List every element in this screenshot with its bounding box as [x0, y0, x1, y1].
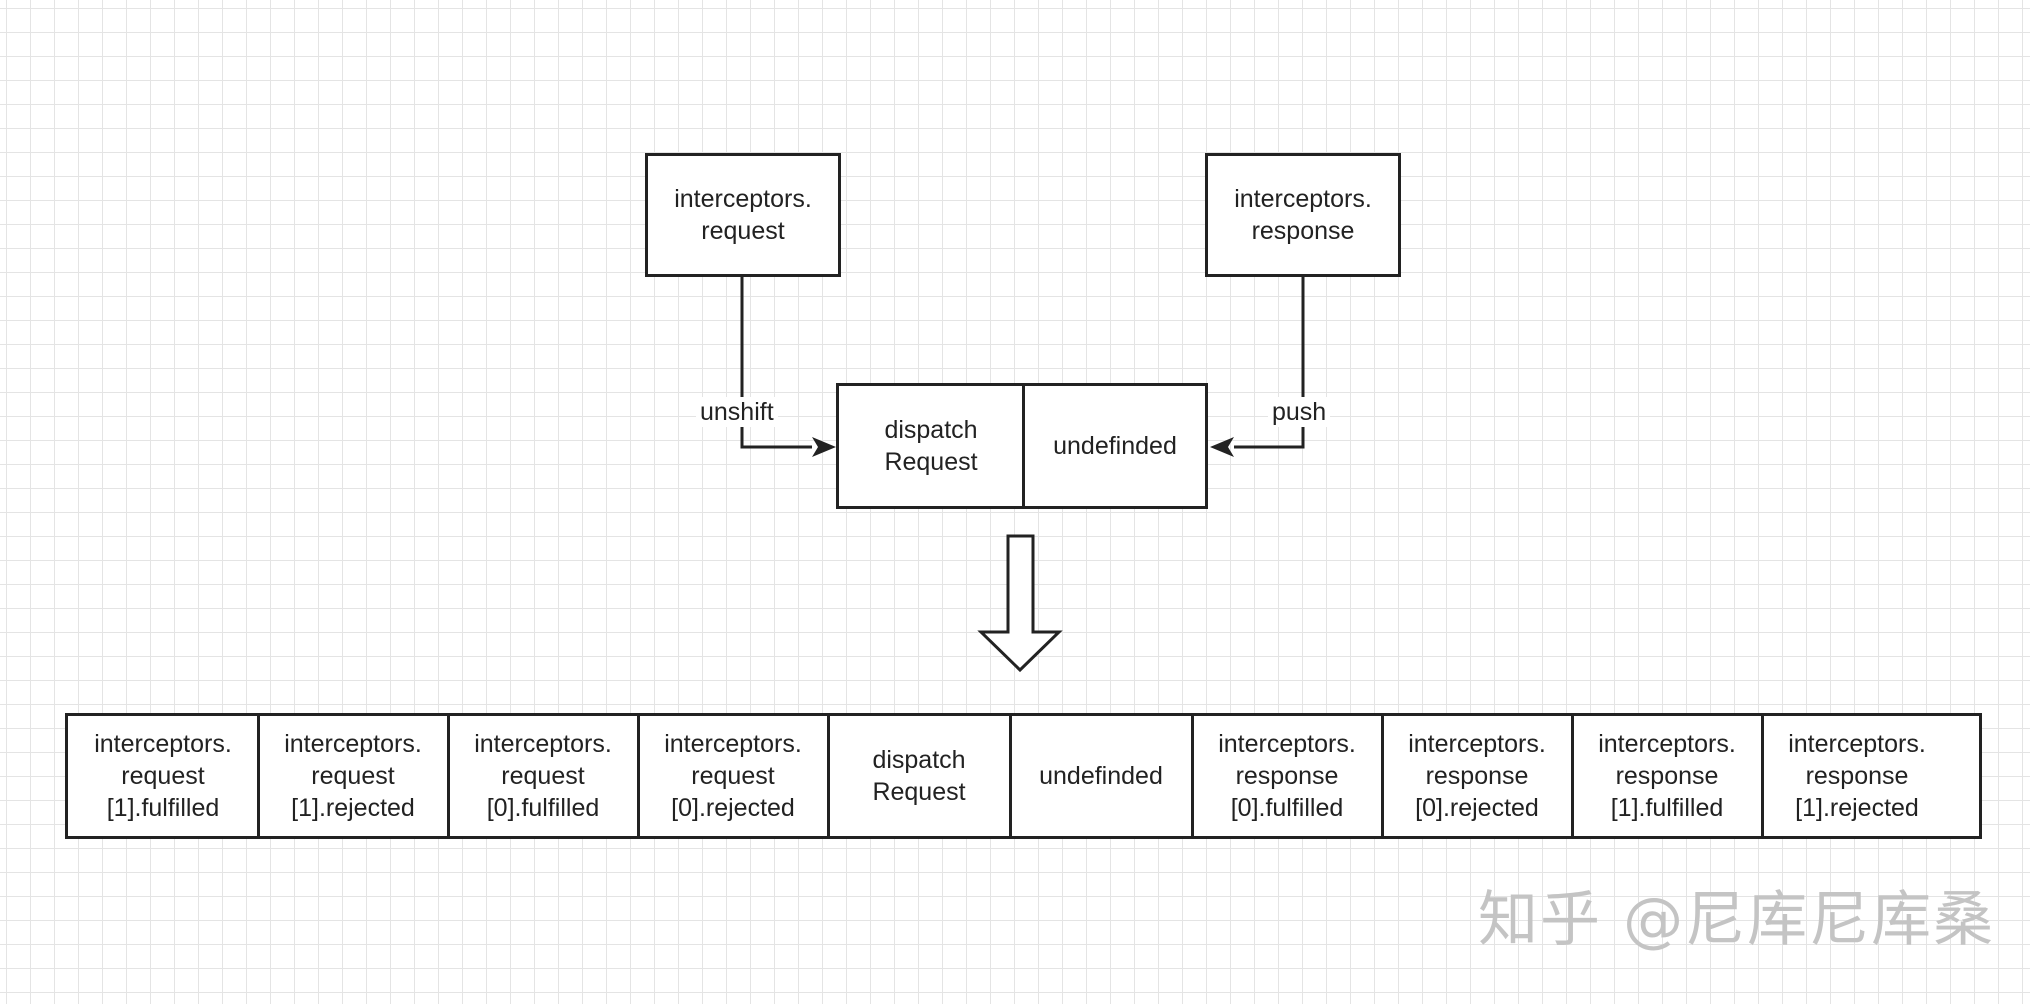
label-line: dispatch [884, 416, 978, 444]
cell-divider [1570, 716, 1574, 836]
label-line: interceptors. [674, 185, 812, 213]
label-line: interceptors. [1598, 730, 1736, 758]
label-line: response [1425, 762, 1529, 790]
result-chain-cell: interceptors. response [0].fulfilled [1192, 716, 1382, 836]
label-line: request [701, 217, 785, 245]
label-line: undefinded [1053, 432, 1177, 460]
middle-chain: dispatch Request undefinded [836, 383, 1208, 509]
cell-divider [256, 716, 260, 836]
label-line: undefinded [1039, 762, 1163, 790]
interceptors-request-box: interceptors. request [645, 153, 841, 277]
transform-down-arrow [977, 534, 1063, 673]
push-label: push [1268, 397, 1331, 427]
label-line: request [501, 762, 585, 790]
label-line: request [121, 762, 205, 790]
label-line: Request [884, 448, 978, 476]
label-line: [0].rejected [671, 794, 795, 822]
label-line: interceptors. [1234, 185, 1372, 213]
label-line: interceptors. [1408, 730, 1546, 758]
result-chain-cell: interceptors. request [1].rejected [258, 716, 448, 836]
result-chain-cell: undefinded [1010, 716, 1192, 836]
cell-divider [446, 716, 450, 836]
result-chain-cell: interceptors. request [0].rejected [638, 716, 828, 836]
cell-divider [1008, 716, 1012, 836]
zhihu-watermark: 知乎 @尼库尼库桑 [1478, 885, 1996, 955]
label-line: [0].fulfilled [486, 794, 600, 822]
label-line: response [1615, 762, 1719, 790]
result-chain-cell: interceptors. response [1].rejected [1762, 716, 1952, 836]
label-line: interceptors. [284, 730, 422, 758]
interceptors-request-label: interceptors. request [674, 183, 812, 247]
cell-divider [1022, 386, 1025, 506]
label-line: request [311, 762, 395, 790]
label-line: Request [872, 778, 966, 806]
label-line: interceptors. [1218, 730, 1356, 758]
cell-divider [636, 716, 640, 836]
cell-divider [1380, 716, 1384, 836]
interceptors-response-box: interceptors. response [1205, 153, 1401, 277]
unshift-label: unshift [696, 397, 778, 427]
result-chain-cell: interceptors. request [0].fulfilled [448, 716, 638, 836]
label-line: response [1251, 217, 1355, 245]
label-line: interceptors. [1788, 730, 1926, 758]
label-line: [0].rejected [1415, 794, 1539, 822]
middle-chain-cell: dispatch Request [839, 386, 1023, 506]
result-chain-cell: interceptors. response [0].rejected [1382, 716, 1572, 836]
label-line: [1].rejected [1795, 794, 1919, 822]
label-line: interceptors. [94, 730, 232, 758]
result-chain-cell: interceptors. request [1].fulfilled [68, 716, 258, 836]
result-chain-cell: interceptors. response [1].fulfilled [1572, 716, 1762, 836]
cell-divider [1190, 716, 1194, 836]
label-line: interceptors. [664, 730, 802, 758]
label-line: [1].fulfilled [106, 794, 220, 822]
label-line: [1].rejected [291, 794, 415, 822]
cell-divider [1760, 716, 1764, 836]
label-line: [1].fulfilled [1610, 794, 1724, 822]
label-line: response [1805, 762, 1909, 790]
cell-divider [826, 716, 830, 836]
label-line: response [1235, 762, 1339, 790]
label-line: dispatch [872, 746, 966, 774]
middle-chain-cell: undefinded [1025, 386, 1205, 506]
push-arrowhead [1210, 437, 1234, 457]
unshift-arrowhead [812, 437, 836, 457]
interceptors-response-label: interceptors. response [1234, 183, 1372, 247]
label-line: [0].fulfilled [1230, 794, 1344, 822]
label-line: interceptors. [474, 730, 612, 758]
label-line: request [691, 762, 775, 790]
